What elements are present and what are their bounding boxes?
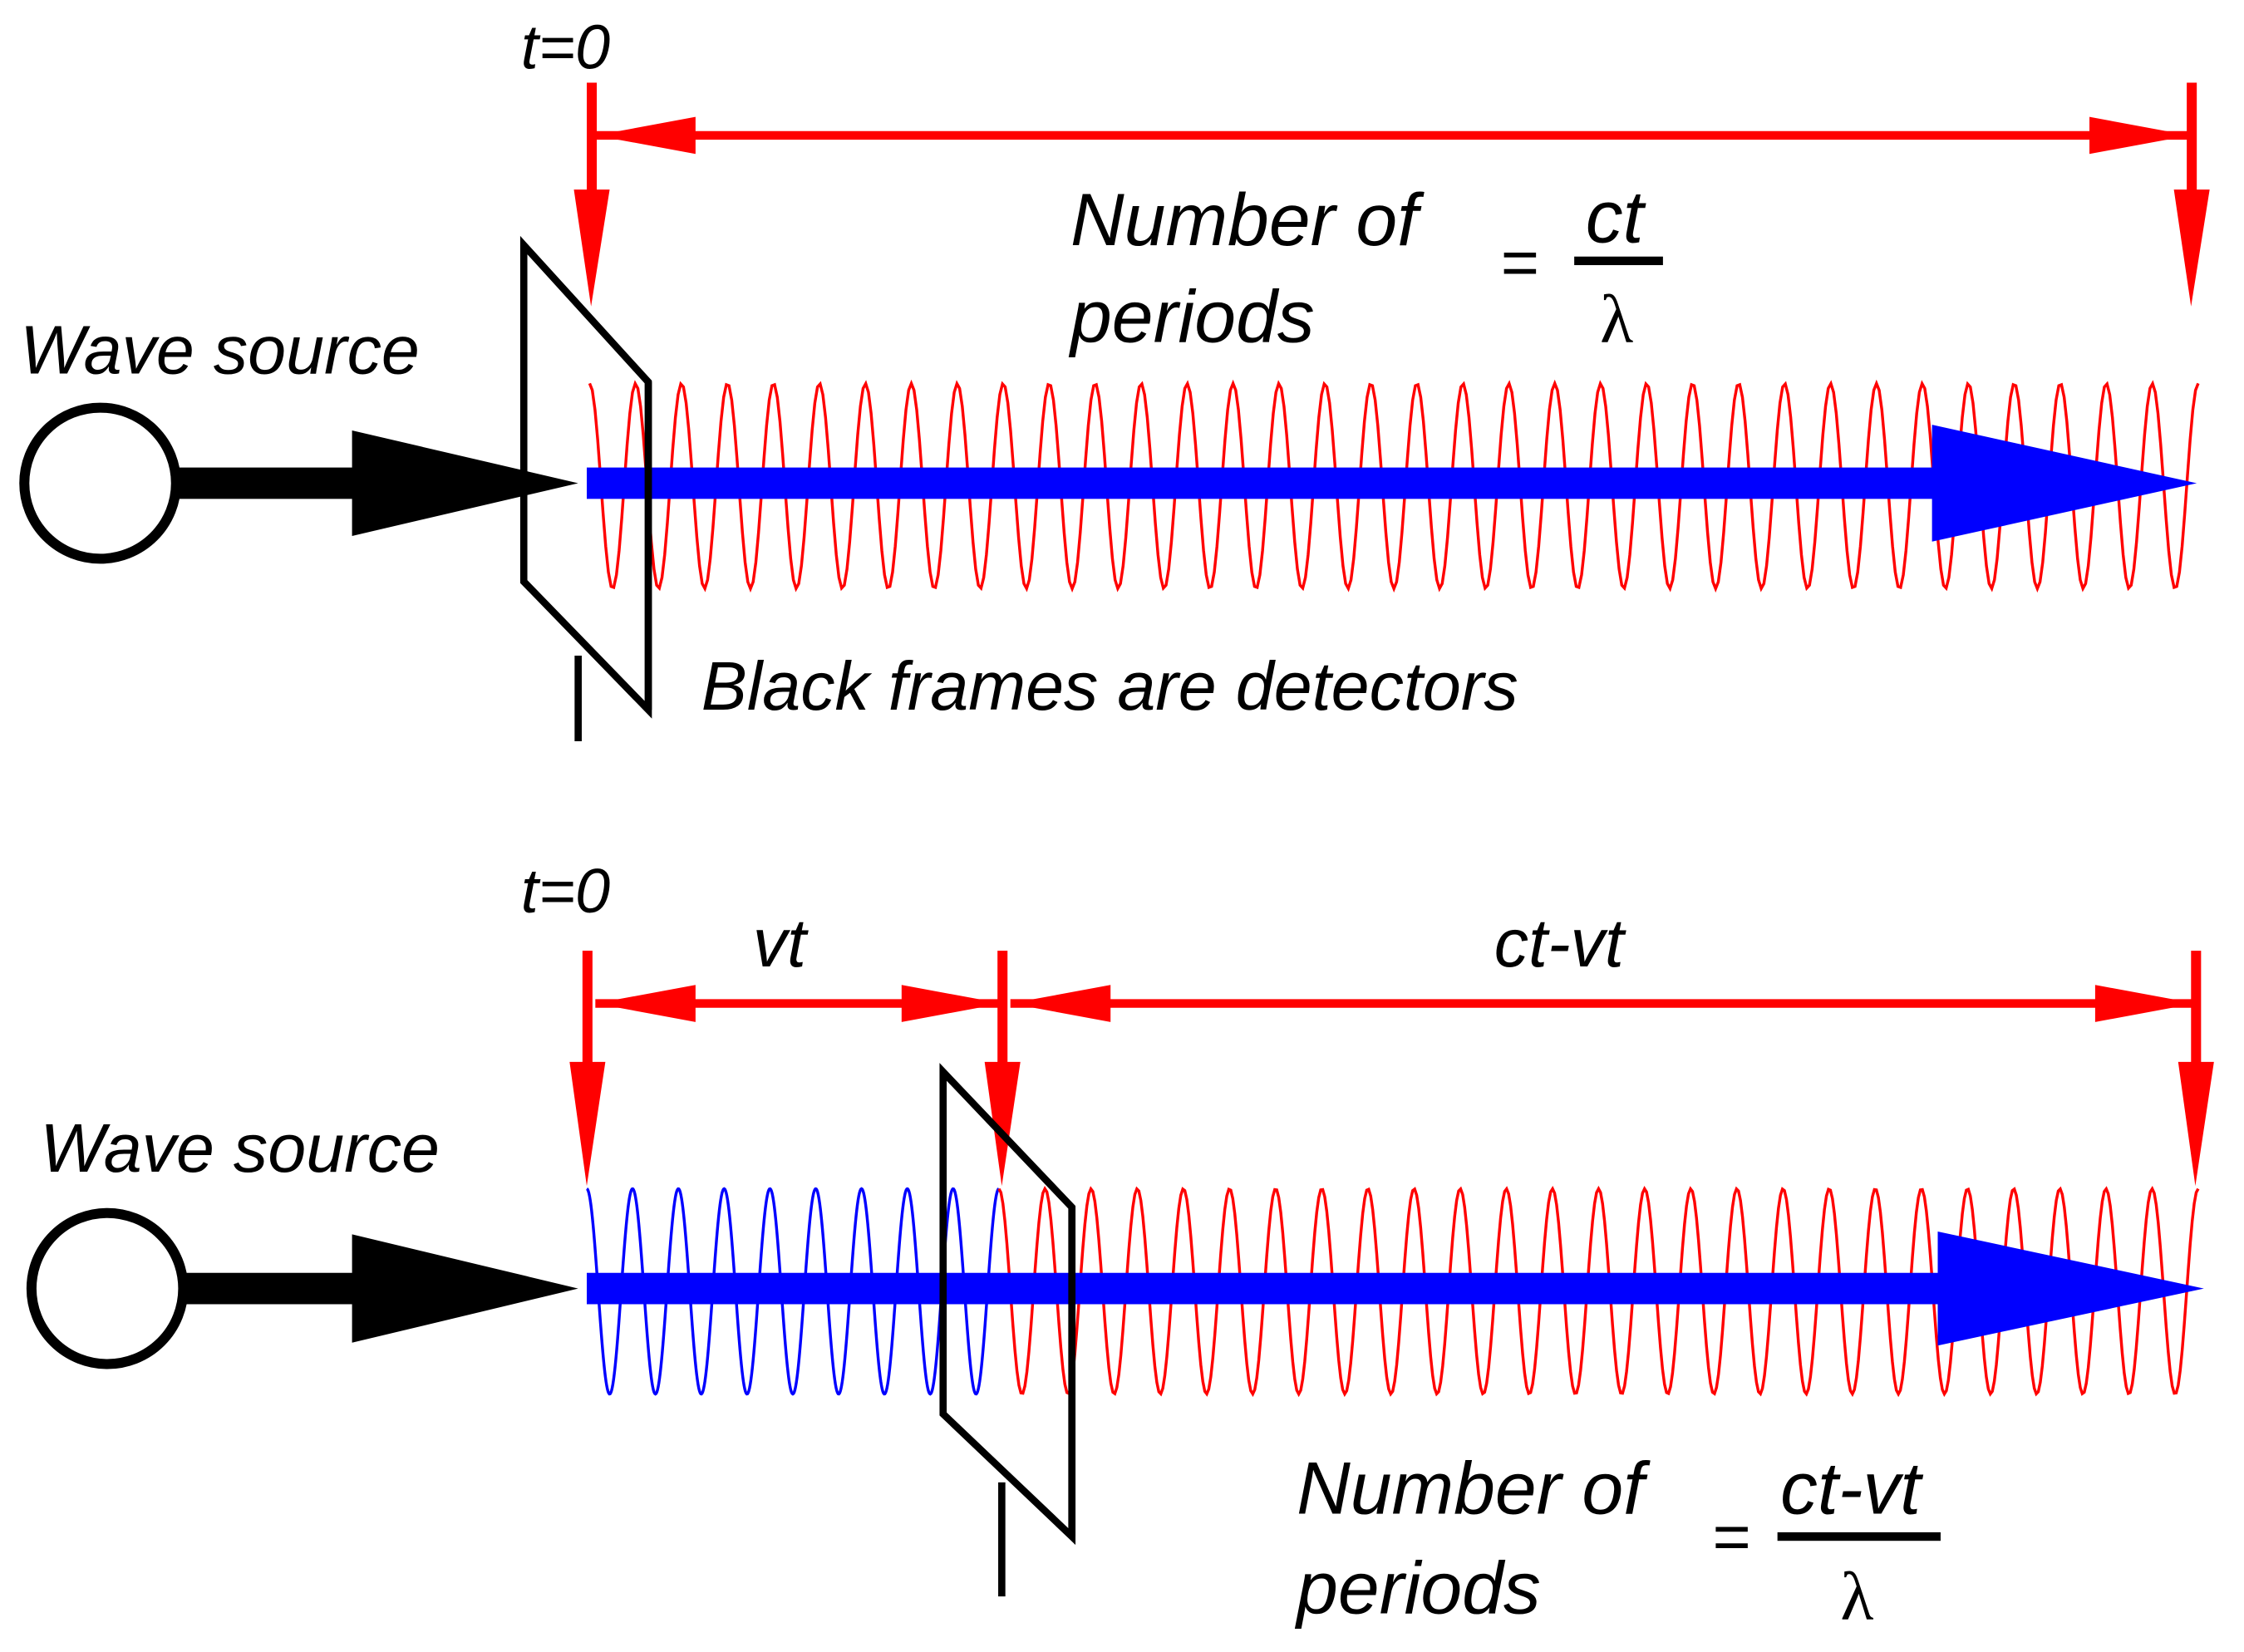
source-arrow <box>183 1234 578 1343</box>
formula-denominator: λ <box>1600 281 1633 357</box>
source-label: Wave source <box>20 312 420 389</box>
formula-equals: = <box>1500 225 1538 299</box>
down-arrow-right <box>2178 951 2214 1187</box>
formula-numerator: ct-vt <box>1780 1447 1923 1530</box>
down-arrow-right <box>2173 82 2210 307</box>
fraction-bar <box>1574 256 1663 266</box>
wave-red <box>588 379 2200 593</box>
down-arrow-mid <box>984 951 1021 1187</box>
detector-frame-left <box>939 1063 1076 1597</box>
fraction-bar <box>1777 1532 1941 1541</box>
formula-numerator: ct <box>1586 175 1646 258</box>
down-arrow-left <box>569 951 606 1187</box>
dimension-arrow-ct-vt <box>1010 985 2196 1022</box>
formula-equals: = <box>1711 1500 1749 1574</box>
propagation-arrow <box>586 1231 2204 1346</box>
formula-denominator: λ <box>1840 1558 1873 1635</box>
formula-line1: Number of <box>1297 1447 1651 1530</box>
wave-blue <box>586 1187 1000 1396</box>
panel-bottom: t=0 vt ct-vt Wave source <box>26 857 2214 1635</box>
propagation-arrow <box>586 425 2197 542</box>
dimension-arrow-vt <box>595 985 1002 1022</box>
span-label-vt: vt <box>753 905 809 981</box>
detector-note: Black frames are detectors <box>701 648 1518 725</box>
panel-top: t=0 Number of periods = ct λ Wave source <box>19 12 2210 741</box>
source-arrow <box>175 430 578 536</box>
formula-line1: Number of <box>1070 178 1425 261</box>
wave-red <box>997 1185 2200 1398</box>
wave-source-circle <box>26 1207 189 1369</box>
source-label: Wave source <box>40 1110 440 1187</box>
formula-line2: periods <box>1068 275 1315 358</box>
formula-line2: periods <box>1294 1546 1541 1630</box>
down-arrow-left <box>573 82 610 307</box>
span-label-ct-vt: ct-vt <box>1494 905 1626 981</box>
wave-source-circle <box>19 402 181 564</box>
t0-label: t=0 <box>521 12 610 82</box>
dimension-arrow-ct <box>595 116 2190 155</box>
t0-label: t=0 <box>521 857 610 927</box>
